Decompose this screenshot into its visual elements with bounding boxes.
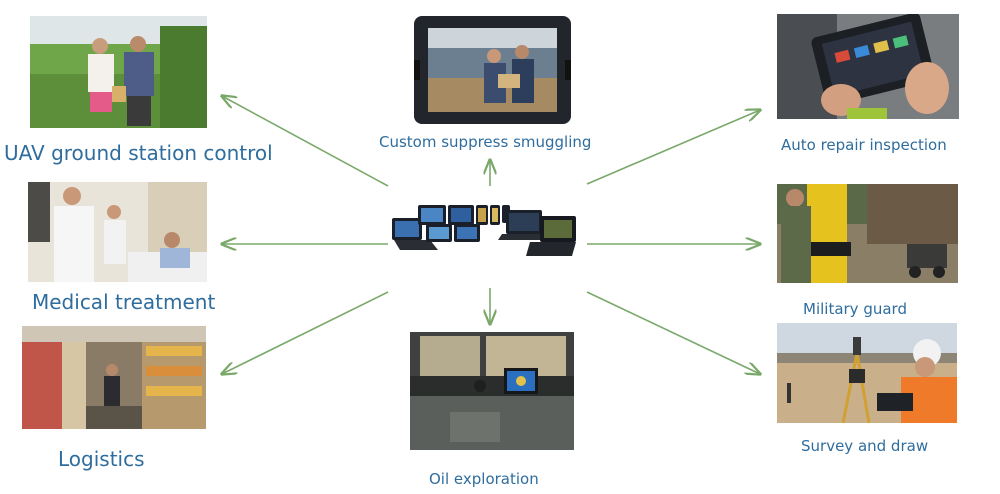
logistics-photo [22,326,206,429]
device-cluster-image [390,200,580,260]
auto-repair-label: Auto repair inspection [781,136,947,154]
survey-photo [777,323,957,423]
medical-label: Medical treatment [32,290,216,314]
logistics-label: Logistics [58,447,145,471]
customs-tablet-photo [414,16,571,124]
uav-field-photo [30,16,207,128]
uav-label: UAV ground station control [4,141,273,165]
oil-label: Oil exploration [429,470,539,488]
oil-cab-photo [410,332,574,450]
survey-label: Survey and draw [801,437,929,455]
military-label: Military guard [803,300,907,318]
customs-label: Custom suppress smuggling [379,133,592,151]
auto-repair-photo [777,14,959,119]
arrow-to-uav [222,96,389,187]
military-photo [777,184,958,283]
medical-photo [28,182,207,282]
arrow-to-auto-repair [586,110,760,185]
arrow-to-logistics [222,291,389,374]
arrow-to-survey [586,291,760,374]
